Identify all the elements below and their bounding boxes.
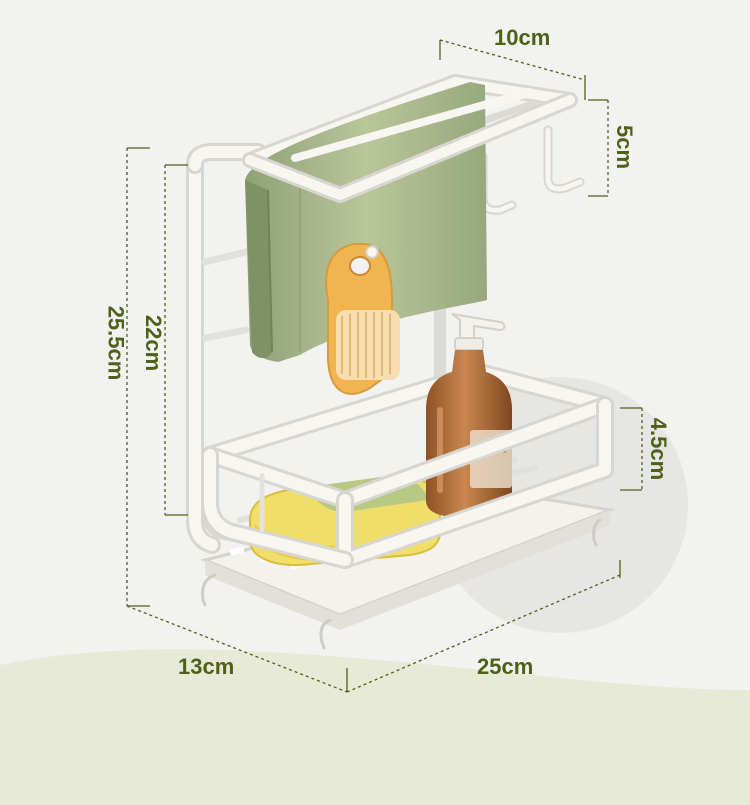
dimension-label-total-height: 25.5cm xyxy=(103,305,129,381)
dimension-label-tray-height: 4.5cm xyxy=(646,417,672,481)
background-hill xyxy=(0,649,750,805)
brush-icon xyxy=(325,243,400,395)
dimension-label-bottom-width: 25cm xyxy=(477,654,534,679)
dimension-label-hook-height: 5cm xyxy=(612,124,638,170)
dimension-label-bottom-depth: 13cm xyxy=(178,654,235,679)
dimension-lines xyxy=(126,39,643,693)
dimension-label-rack-height: 22cm xyxy=(141,314,167,372)
dimension-label-top-depth: 10cm xyxy=(494,25,551,50)
